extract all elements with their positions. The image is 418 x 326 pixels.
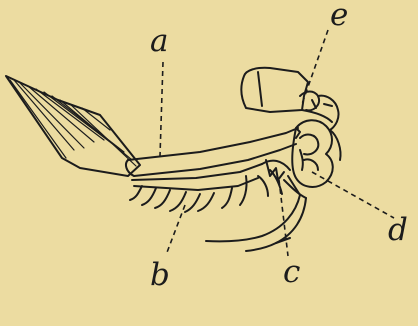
leader-lines: [160, 30, 394, 256]
long-rod: [126, 128, 298, 176]
leader-line-d: [312, 172, 394, 218]
label-b: b: [150, 260, 170, 291]
leader-line-a: [160, 62, 163, 156]
lower-spined-bar: [130, 164, 262, 212]
condyle: [292, 120, 333, 187]
label-a: a: [150, 26, 168, 57]
label-c: c: [283, 257, 300, 288]
joint-structure: [258, 160, 290, 196]
label-e: e: [330, 0, 348, 31]
leader-line-c: [279, 180, 288, 256]
label-d: d: [388, 215, 408, 246]
leader-line-b: [166, 205, 185, 255]
spear-shaped-ray: [6, 76, 140, 176]
